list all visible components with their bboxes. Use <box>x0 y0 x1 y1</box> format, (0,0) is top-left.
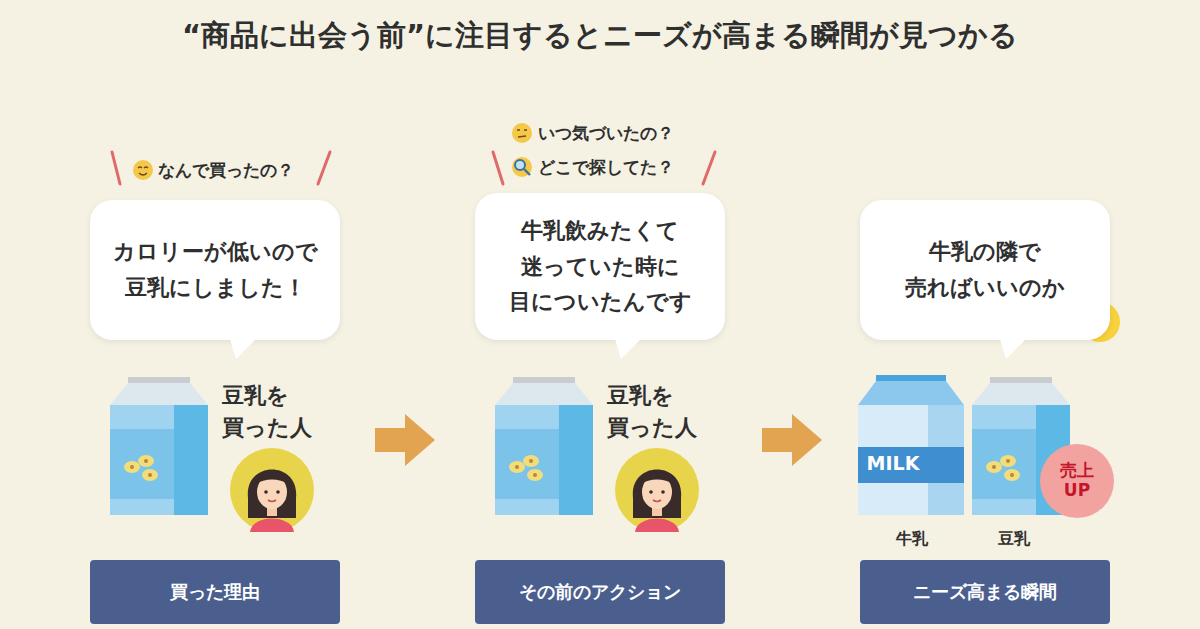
bubble-tail <box>230 339 260 359</box>
node-text: その前のアクション <box>519 580 681 604</box>
node-text: ニーズ高まる瞬間 <box>913 580 1057 604</box>
carton-caption: 豆乳を 買った人 <box>607 380 707 444</box>
question-text: なんで買ったの？ <box>158 158 348 183</box>
speech-bubble: 牛乳飲みたくて 迷っていた時に 目についたんです <box>475 193 725 340</box>
speech-bubble: 牛乳の隣で 売ればいいのか <box>860 200 1110 340</box>
bubble-tail <box>1000 339 1030 359</box>
speech-bubble: カロリーが低いので 豆乳にしました！ <box>90 200 340 340</box>
milk-carton-text: MILK <box>858 450 928 478</box>
search-emoji <box>512 157 532 177</box>
diagram-title: “商品に出会う前”に注目するとニーズが高まる瞬間が見つかる <box>0 14 1200 56</box>
thinking-emoji <box>512 123 532 143</box>
bubble-tail <box>615 339 645 359</box>
node-text: 牛乳の隣で 売ればいいのか <box>872 234 1098 305</box>
node-text: カロリーが低いので 豆乳にしました！ <box>102 234 328 305</box>
node-text: 売上 UP <box>1052 461 1102 500</box>
step-label-band: ニーズ高まる瞬間 <box>860 560 1110 624</box>
carton-caption: 豆乳を 買った人 <box>222 380 322 444</box>
step-label-band: 買った理由 <box>90 560 340 624</box>
product-name: 牛乳 <box>880 527 944 550</box>
node-text: 買った理由 <box>170 580 260 604</box>
step-label-band: その前のアクション <box>475 560 725 624</box>
sales-badge: 売上 UP <box>1040 444 1114 518</box>
question-text: どこで探してた？ <box>538 155 728 180</box>
product-name: 豆乳 <box>982 527 1046 550</box>
question-text: いつ気づいたの？ <box>538 121 728 146</box>
node-text: 牛乳飲みたくて 迷っていた時に 目についたんです <box>487 213 713 320</box>
milk-carton <box>858 375 964 515</box>
